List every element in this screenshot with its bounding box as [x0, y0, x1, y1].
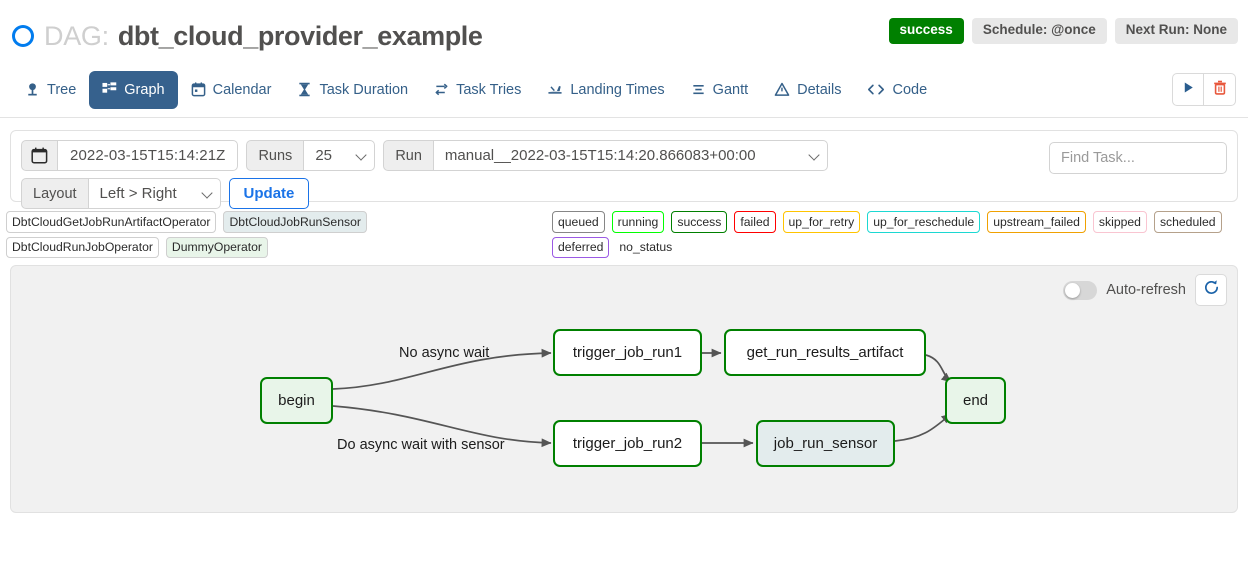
header-badges: success Schedule: @once Next Run: None — [888, 18, 1238, 44]
edge-label-no-async-wait: No async wait — [399, 345, 490, 361]
graph-node-job-run-sensor[interactable]: job_run_sensor — [756, 420, 895, 467]
layout-label: Layout — [21, 178, 89, 209]
legend-operator-chip: DbtCloudJobRunSensor — [223, 211, 367, 233]
graph-toolbar: Auto-refresh — [1063, 274, 1227, 306]
operator-legend: DbtCloudGetJobRunArtifactOperator DbtClo… — [6, 211, 526, 259]
legend-status-upstream-failed[interactable]: upstream_failed — [987, 211, 1086, 233]
tab-tree[interactable]: Tree — [12, 71, 89, 109]
legend-status-deferred[interactable]: deferred — [552, 236, 610, 259]
page-header: DAG: dbt_cloud_provider_example success … — [0, 0, 1248, 62]
legend-operator-chip: DbtCloudRunJobOperator — [6, 236, 159, 259]
legend-status-success[interactable]: success — [671, 211, 728, 233]
tab-landing-times[interactable]: Landing Times — [534, 71, 677, 109]
warning-triangle-icon — [774, 82, 790, 97]
gantt-icon — [691, 82, 706, 97]
refresh-icon — [1203, 279, 1220, 301]
status-legend: queued running success failed up_for_ret… — [552, 211, 1242, 259]
auto-refresh-toggle[interactable] — [1063, 280, 1098, 300]
layout-select[interactable]: Left > Right — [87, 178, 221, 209]
run-label: Run — [383, 140, 434, 171]
legend-status-running[interactable]: running — [611, 211, 665, 233]
tab-label: Graph — [124, 81, 165, 98]
code-icon — [867, 82, 885, 97]
tab-label: Landing Times — [570, 81, 665, 98]
hourglass-icon — [297, 82, 312, 97]
legend-operator-chip: DummyOperator — [165, 236, 268, 259]
tab-task-duration[interactable]: Task Duration — [284, 71, 421, 109]
graph-node-end[interactable]: end — [945, 377, 1006, 424]
dag-filter-bar: 2022-03-15T15:14:21Z Runs 25 Run manual_… — [10, 130, 1238, 209]
status-badge: success — [888, 18, 964, 44]
tab-gantt[interactable]: Gantt — [678, 71, 761, 109]
dag-label: DAG: — [44, 20, 109, 51]
find-task-input[interactable]: Find Task... — [1049, 142, 1227, 174]
graph-edges — [332, 348, 952, 448]
graph-legend: DbtCloudGetJobRunArtifactOperator DbtClo… — [6, 211, 1242, 259]
execution-date-input[interactable]: 2022-03-15T15:14:21Z — [57, 140, 239, 171]
legend-status-skipped[interactable]: skipped — [1092, 211, 1147, 233]
tab-label: Gantt — [712, 81, 749, 98]
tab-label: Task Tries — [456, 81, 522, 98]
runs-select[interactable]: 25 — [303, 140, 376, 171]
legend-status-up-for-reschedule[interactable]: up_for_reschedule — [867, 211, 981, 233]
dag-pause-toggle[interactable] — [12, 25, 34, 47]
legend-status-scheduled[interactable]: scheduled — [1153, 211, 1222, 233]
legend-status-queued[interactable]: queued — [552, 211, 605, 233]
graph-node-trigger-job-run1[interactable]: trigger_job_run1 — [553, 329, 702, 376]
dag-view-tabs: Tree Graph Calendar Task Duration Task T… — [0, 62, 1248, 118]
graph-node-begin[interactable]: begin — [260, 377, 333, 424]
tab-label: Calendar — [212, 81, 272, 98]
tab-label: Tree — [47, 81, 77, 98]
tab-details[interactable]: Details — [761, 71, 854, 109]
runs-group: Runs 25 — [246, 140, 376, 171]
graph-node-trigger-job-run2[interactable]: trigger_job_run2 — [553, 420, 702, 467]
run-select[interactable]: manual__2022-03-15T15:14:20.866083+00:00 — [432, 140, 828, 171]
runs-label: Runs — [246, 140, 305, 171]
legend-status-up-for-retry[interactable]: up_for_retry — [782, 211, 861, 233]
legend-status-no-status[interactable]: no_status — [619, 240, 673, 255]
update-button[interactable]: Update — [228, 178, 310, 209]
edge-label-do-async-wait: Do async wait with sensor — [337, 437, 505, 453]
execution-date-group: 2022-03-15T15:14:21Z — [21, 140, 239, 171]
dag-graph-panel: Auto-refresh No async wait Do async wait… — [10, 265, 1238, 513]
auto-refresh-label: Auto-refresh — [1106, 282, 1186, 298]
trigger-dag-button[interactable] — [1172, 73, 1204, 106]
refresh-button[interactable] — [1195, 274, 1227, 306]
trash-icon — [1213, 80, 1227, 100]
calendar-icon — [191, 82, 206, 97]
calendar-picker-button[interactable] — [21, 140, 58, 171]
tab-label: Details — [797, 81, 842, 98]
page-title: dbt_cloud_provider_example — [117, 20, 483, 51]
layout-group: Layout Left > Right — [21, 178, 221, 209]
tab-calendar[interactable]: Calendar — [178, 71, 285, 109]
tab-graph[interactable]: Graph — [89, 70, 178, 109]
graph-node-get-run-results-artifact[interactable]: get_run_results_artifact — [724, 329, 926, 376]
play-icon — [1182, 81, 1195, 99]
next-run-badge: Next Run: None — [1114, 18, 1238, 44]
delete-dag-button[interactable] — [1204, 73, 1236, 106]
dag-actions — [1172, 73, 1236, 106]
schedule-badge[interactable]: Schedule: @once — [971, 18, 1107, 44]
tab-label: Code — [892, 81, 928, 98]
tab-code[interactable]: Code — [854, 71, 940, 109]
tab-label: Task Duration — [319, 81, 409, 98]
graph-icon — [102, 82, 117, 97]
tree-icon — [25, 82, 40, 97]
landing-icon — [547, 82, 563, 97]
tab-task-tries[interactable]: Task Tries — [421, 71, 534, 109]
run-group: Run manual__2022-03-15T15:14:20.866083+0… — [383, 140, 828, 171]
legend-operator-chip: DbtCloudGetJobRunArtifactOperator — [6, 211, 217, 233]
retry-icon — [434, 82, 449, 97]
legend-status-failed[interactable]: failed — [734, 211, 776, 233]
